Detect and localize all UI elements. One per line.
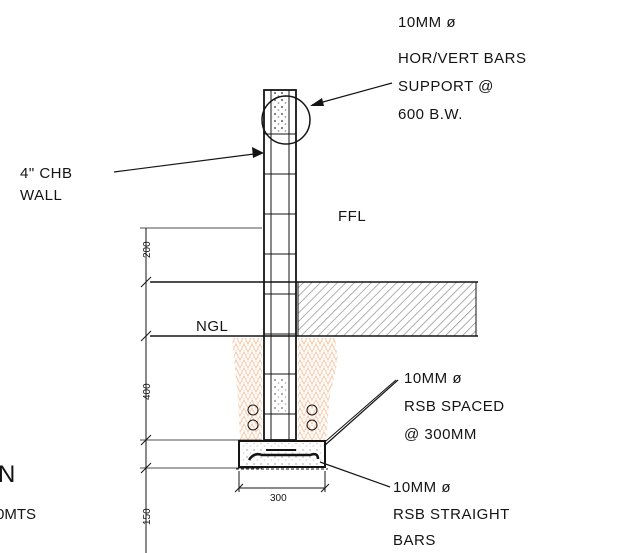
- top-callout-line-4: 600 B.W.: [398, 106, 463, 123]
- ffl-label: FFL: [338, 208, 366, 225]
- floor-slab: [297, 281, 477, 337]
- dim-footing-width: 300: [270, 493, 287, 504]
- top-callout-line-1: 10MM ø: [398, 14, 456, 31]
- wall-leader: [113, 147, 264, 173]
- detail-circle: [261, 95, 311, 145]
- rsb-spaced-line-2: RSB SPACED: [404, 398, 505, 415]
- rsb-spaced-line-3: @ 300MM: [404, 426, 477, 443]
- top-callout-line-2: HOR/VERT BARS: [398, 50, 526, 67]
- ngl-label: NGL: [196, 318, 228, 335]
- top-callout-line-3: SUPPORT @: [398, 78, 494, 95]
- scale-fragment: 0MTS: [0, 506, 36, 523]
- wall-callout-line-2: WALL: [20, 187, 62, 204]
- footing: [236, 404, 328, 470]
- rsb-straight-line-2: RSB STRAIGHT: [393, 506, 510, 523]
- dim-footing: 150: [142, 508, 153, 525]
- rsb-spaced-line-1: 10MM ø: [404, 370, 462, 387]
- footing-width-dimension: [234, 471, 330, 493]
- top-leader: [310, 82, 393, 106]
- title-fragment: N: [0, 461, 15, 488]
- rsb-straight-leader: [319, 461, 391, 488]
- dim-upper: 200: [142, 241, 153, 258]
- rsb-straight-line-1: 10MM ø: [393, 479, 451, 496]
- rsb-spaced-leader: [323, 379, 399, 447]
- vertical-dimension: [140, 227, 262, 553]
- rsb-straight-line-3: BARS: [393, 532, 436, 549]
- dim-middle: 400: [142, 383, 153, 400]
- wall-callout-line-1: 4" CHB: [20, 165, 73, 182]
- top-callout: 10MM ø HOR/VERT BARS SUPPORT @ 600 B.W.: [398, 14, 526, 123]
